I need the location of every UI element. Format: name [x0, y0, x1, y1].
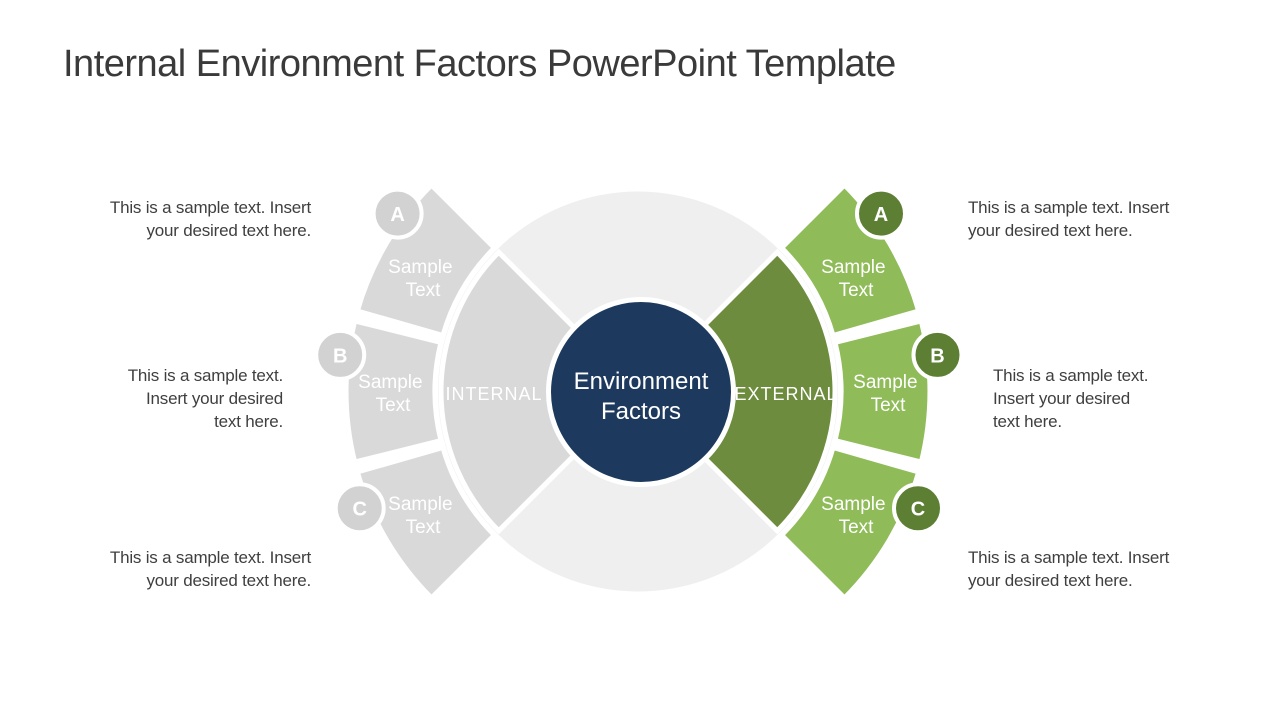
external-segment-c-label: Sample Text — [821, 494, 891, 538]
annotation-right-b: This is a sample text. Insert your desir… — [993, 364, 1148, 433]
internal-badge-a-letter: A — [390, 204, 404, 226]
annotation-line: This is a sample text. Insert — [109, 548, 311, 567]
annotation-line: Insert your desired — [993, 389, 1130, 408]
internal-badge-c-letter: C — [352, 499, 366, 521]
external-badge-a-letter: A — [874, 204, 888, 226]
annotation-line: This is a sample text. Insert — [968, 548, 1170, 567]
internal-badge-a-circle — [371, 187, 424, 240]
external-badge-c-letter: C — [911, 499, 925, 521]
slide-title: Internal Environment Factors PowerPoint … — [63, 43, 896, 85]
annotation-line: text here. — [214, 412, 283, 431]
internal-segment-b-label: Sample Text — [358, 372, 428, 416]
annotation-line: This is a sample text. Insert — [109, 198, 311, 217]
annotation-line: This is a sample text. — [993, 366, 1149, 385]
internal-segment-a-label: Sample Text — [388, 257, 458, 301]
annotation-line: This is a sample text. Insert — [968, 198, 1170, 217]
internal-segment-c-label: Sample Text — [388, 494, 458, 538]
annotation-line: text here. — [993, 412, 1062, 431]
annotation-left-a: This is a sample text. Insert your desir… — [110, 196, 311, 242]
external-segment-b-label: Sample Text — [853, 372, 923, 416]
annotation-line: your desired text here. — [968, 571, 1133, 590]
annotation-right-a: This is a sample text. Insert your desir… — [968, 196, 1169, 242]
external-ring-label: EXTERNAL — [734, 384, 837, 404]
internal-badge-c: C — [333, 482, 386, 535]
external-badge-b: B — [911, 328, 964, 381]
external-badge-a-circle — [855, 187, 907, 240]
internal-badge-c-circle — [333, 482, 386, 535]
annotation-line: your desired text here. — [146, 571, 311, 590]
external-segment-a-label: Sample Text — [821, 257, 891, 301]
annotation-left-b: This is a sample text. Insert your desir… — [128, 364, 283, 433]
internal-badge-a: A — [371, 187, 424, 240]
annotation-line: This is a sample text. — [127, 366, 283, 385]
annotation-line: your desired text here. — [968, 221, 1133, 240]
external-badge-a: A — [855, 187, 907, 240]
external-badge-c: C — [892, 482, 944, 535]
annotation-line: Insert your desired — [146, 389, 283, 408]
external-badge-c-circle — [892, 482, 944, 535]
external-badge-b-circle — [911, 328, 964, 381]
annotation-line: your desired text here. — [146, 221, 311, 240]
center-label-line1: Environment — [574, 368, 709, 395]
external-sector — [634, 248, 838, 535]
internal-ring-label: INTERNAL — [445, 384, 542, 404]
external-badge-b-letter: B — [930, 345, 944, 367]
annotation-right-c: This is a sample text. Insert your desir… — [968, 546, 1169, 592]
center-label-line2: Factors — [601, 398, 681, 425]
internal-badge-b-letter: B — [333, 345, 347, 367]
annotation-left-c: This is a sample text. Insert your desir… — [110, 546, 311, 592]
internal-badge-b-circle — [314, 328, 367, 381]
internal-sector — [438, 248, 642, 535]
internal-badge-b: B — [314, 328, 367, 381]
center-circle — [546, 297, 736, 487]
